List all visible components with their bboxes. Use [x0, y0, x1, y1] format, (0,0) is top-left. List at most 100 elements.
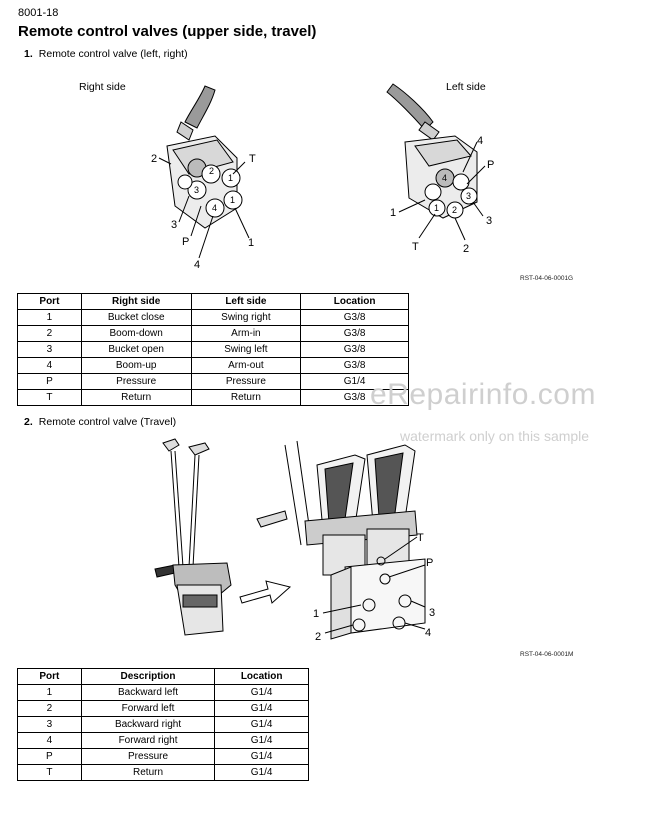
section-1-title: Remote control valve (left, right) [38, 48, 188, 60]
travel-valve-detail-illustration: T P 1 3 2 4 [256, 440, 435, 643]
table-cell: Bucket close [80, 309, 192, 326]
section-2-number: 2. [24, 416, 33, 428]
table-cell: 3 [17, 716, 82, 733]
table-1-header-port: Port [17, 293, 82, 310]
table-cell: Return [80, 764, 216, 781]
table-cell: Arm-in [190, 325, 302, 342]
table-row: P Pressure Pressure G1/4 [17, 373, 409, 390]
left-callout-p: P [487, 159, 494, 171]
table-cell: Backward right [80, 716, 216, 733]
table-cell: 1 [17, 684, 82, 701]
table-cell: Boom-up [80, 357, 192, 374]
section-2-heading: 2. Remote control valve (Travel) [24, 416, 176, 428]
table-cell: G1/4 [214, 764, 309, 781]
right-callout-2: 2 [151, 153, 157, 165]
page-title: Remote control valves (upper side, trave… [18, 23, 317, 40]
table-row: 2 Boom-down Arm-in G3/8 [17, 325, 409, 342]
table-1-header-left: Left side [190, 293, 302, 310]
table-row: 1 Bucket close Swing right G3/8 [17, 309, 409, 326]
right-knob-number-2: 2 [209, 166, 214, 176]
table-2-header-port: Port [17, 668, 82, 685]
left-knob-number-4: 4 [442, 173, 447, 183]
table-row: 3 Backward right G1/4 [17, 716, 309, 733]
table-cell: Swing right [190, 309, 302, 326]
left-callout-t: T [412, 241, 419, 253]
table-1-header-location: Location [300, 293, 409, 310]
table-row: T Return Return G3/8 [17, 389, 409, 406]
arrow-icon [239, 580, 292, 604]
table-cell: 4 [17, 357, 82, 374]
table-cell: Pressure [190, 373, 302, 390]
table-row: 4 Boom-up Arm-out G3/8 [17, 357, 409, 374]
table-cell: Return [80, 389, 192, 406]
table-cell: Forward right [80, 732, 216, 749]
section-2-ref-code: RST-04-06-0001M [520, 651, 574, 658]
table-cell: Bucket open [80, 341, 192, 358]
right-knob-number-1b: 1 [230, 195, 235, 205]
table-cell: G3/8 [300, 309, 409, 326]
travel-callout-3: 3 [429, 607, 435, 619]
left-joystick-illustration: 4 3 1 2 4 P 1 3 T 2 [386, 83, 494, 255]
table-cell: G1/4 [214, 700, 309, 717]
travel-callout-t: T [417, 532, 424, 544]
right-knob-number-3: 3 [194, 185, 199, 195]
page-code: 8001-18 [18, 7, 59, 19]
table-cell: 3 [17, 341, 82, 358]
table-cell: T [17, 389, 82, 406]
table-cell: G3/8 [300, 389, 409, 406]
right-knob-number-4: 4 [212, 203, 217, 213]
left-callout-1: 1 [390, 207, 396, 219]
port-table-1: Port Right side Left side Location 1 Buc… [17, 293, 409, 406]
right-side-caption: Right side [79, 81, 126, 93]
section-2-title: Remote control valve (Travel) [38, 416, 177, 428]
table-cell: Swing left [190, 341, 302, 358]
section-1-number: 1. [24, 48, 33, 60]
table-2-header-location: Location [214, 668, 309, 685]
left-callout-4: 4 [477, 135, 483, 147]
table-row: T Return G1/4 [17, 764, 309, 781]
right-callout-t: T [249, 153, 256, 165]
table-cell: Forward left [80, 700, 216, 717]
table-cell: P [17, 373, 82, 390]
table-cell: Backward left [80, 684, 216, 701]
left-side-caption: Left side [446, 81, 486, 93]
table-cell: G1/4 [214, 716, 309, 733]
table-cell: 1 [17, 309, 82, 326]
travel-callout-p: P [426, 557, 433, 569]
watermark-note: watermark only on this sample [400, 428, 590, 444]
left-knob-number-3: 3 [466, 191, 471, 201]
table-cell: Pressure [80, 748, 216, 765]
table-cell: G3/8 [300, 341, 409, 358]
section-1-heading: 1. Remote control valve (left, right) [24, 48, 188, 60]
table-row: 3 Bucket open Swing left G3/8 [17, 341, 409, 358]
table-cell: P [17, 748, 82, 765]
table-cell: G1/4 [214, 748, 309, 765]
table-cell: Return [190, 389, 302, 406]
table-cell: T [17, 764, 82, 781]
table-row: 4 Forward right G1/4 [17, 732, 309, 749]
table-cell: 2 [17, 325, 82, 342]
right-knob-number-1a: 1 [228, 173, 233, 183]
table-row: 1 Backward left G1/4 [17, 684, 309, 701]
port-table-2: Port Description Location 1 Backward lef… [17, 668, 309, 781]
right-callout-p: P [182, 236, 189, 248]
table-cell: 4 [17, 732, 82, 749]
table-row: P Pressure G1/4 [17, 748, 309, 765]
section-1-ref-code: RST-04-06-0001G [520, 275, 574, 282]
table-cell: Boom-down [80, 325, 192, 342]
travel-callout-2: 2 [315, 631, 321, 643]
left-knob-number-1: 1 [434, 203, 439, 213]
table-1-header-right: Right side [80, 293, 192, 310]
right-callout-1: 1 [248, 237, 254, 249]
table-cell: G1/4 [214, 732, 309, 749]
table-cell: 2 [17, 700, 82, 717]
table-2-header-row: Port Description Location [17, 668, 309, 685]
table-cell: G1/4 [214, 684, 309, 701]
left-callout-3: 3 [486, 215, 492, 227]
right-joystick-illustration: 2 1 3 4 1 2 T 3 P 4 1 [151, 85, 256, 271]
table-row: 2 Forward left G1/4 [17, 700, 309, 717]
right-callout-3: 3 [171, 219, 177, 231]
travel-callout-4: 4 [425, 627, 431, 639]
right-callout-4: 4 [194, 259, 200, 271]
table-cell: Arm-out [190, 357, 302, 374]
